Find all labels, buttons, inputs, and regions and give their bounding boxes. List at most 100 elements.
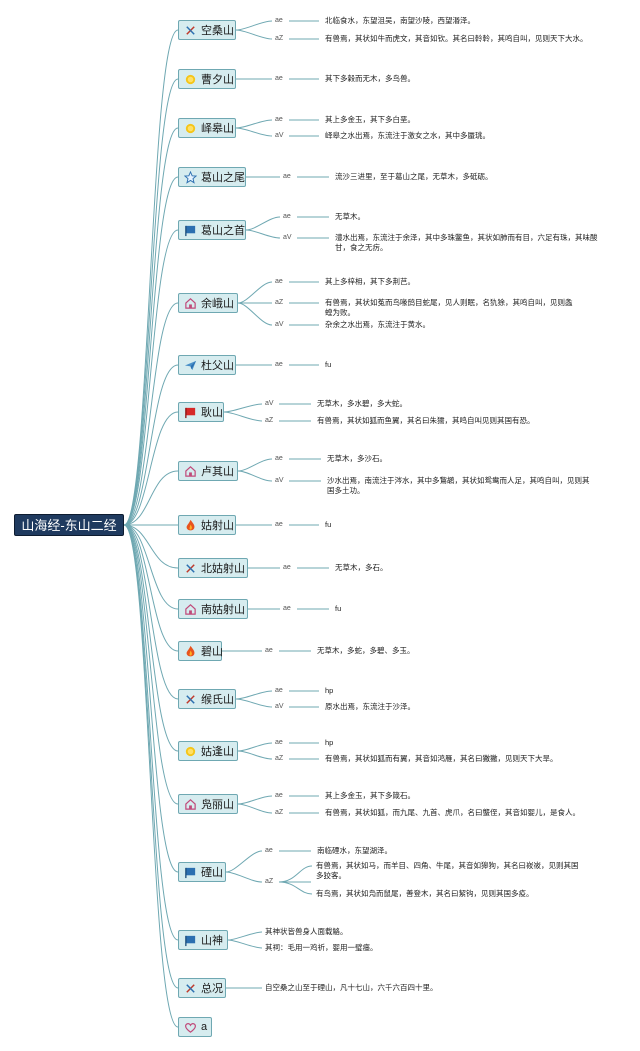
topic-node[interactable]: 碧山: [178, 641, 223, 661]
fire-icon: [186, 645, 195, 656]
text-line: 多狡客。: [316, 871, 346, 880]
text-line: 自空桑之山至于䃌山，凡十七山，六千六百四十里。: [265, 983, 438, 992]
branch-text: fu: [325, 360, 331, 370]
branch-key: ae: [275, 739, 283, 746]
branch-key: ae: [275, 455, 283, 462]
branch-key: aV: [275, 321, 284, 328]
text-line: 无草木。: [335, 212, 365, 221]
topic-node[interactable]: 姑逢山: [178, 741, 238, 761]
topic-node[interactable]: 峄皋山: [178, 118, 236, 138]
home-icon: [185, 297, 196, 309]
branch-text: 无草木，多蛇，多碧、多玉。: [317, 646, 415, 656]
topic-node[interactable]: 䃌山: [178, 862, 226, 882]
fire-icon: [186, 519, 195, 530]
branch-key: aZ: [275, 809, 284, 816]
root-node[interactable]: 山海经-东山二经: [14, 514, 124, 536]
text-line: 原水出焉，东流注于沙泽。: [325, 702, 415, 711]
topic-node[interactable]: 北姑射山: [178, 558, 248, 578]
branch-text: 沙水出焉，南流注于涔水，其中多鵹鹕，其状如鸳鸯而人足，其鸣自叫，见则其国多土功。: [327, 476, 590, 496]
topic-node[interactable]: 杜父山: [178, 355, 236, 375]
branch-text: 无草木，多水碧，多大蛇。: [317, 399, 407, 409]
branch-text: 其上多金玉，其下多白垩。: [325, 115, 415, 125]
tools-icon: [186, 694, 195, 704]
branch-text: 无草木。: [335, 212, 365, 222]
topic-label: 䃌山: [201, 867, 223, 879]
plane-icon: [184, 360, 197, 370]
branch-text: 其上多金玉，其下多箴石。: [325, 791, 415, 801]
star-icon: [184, 170, 197, 184]
text-line: 流沙三进里，至于葛山之尾，无草木，多砥砺。: [335, 172, 493, 181]
topic-node[interactable]: 葛山之尾: [178, 167, 246, 187]
branch-key: aV: [275, 477, 284, 484]
branch-key: ae: [265, 647, 273, 654]
home-icon: [185, 798, 196, 810]
text-line: fu: [325, 360, 332, 369]
topic-node[interactable]: 姑射山: [178, 515, 236, 535]
sun-icon: [185, 123, 196, 133]
branch-key: ae: [283, 564, 291, 571]
topic-node[interactable]: 山神: [178, 930, 228, 950]
topic-node[interactable]: 曹夕山: [178, 69, 236, 89]
branch-text: 其上多梓枏，其下多荆芑。: [325, 277, 415, 287]
topic-node[interactable]: 缑氏山: [178, 689, 236, 709]
text-line: 其下多榖而无木，多鸟兽。: [325, 74, 415, 83]
text-line: 澧水出焉，东流注于余泽，其中多珠鳖鱼，其状如肺而有目，六足有珠，其味酸: [335, 233, 598, 242]
text-line: hp: [325, 738, 334, 747]
text-line: hp: [325, 686, 334, 695]
branch-key: aZ: [275, 755, 284, 762]
text-line: 北临食水，东望沮吴，南望沙陵，西望湣泽。: [325, 16, 475, 25]
topic-node[interactable]: 凫丽山: [178, 794, 238, 814]
branch-key: aZ: [265, 878, 274, 885]
topic-label: 曹夕山: [201, 74, 234, 86]
branch-text: 杂余之水出焉，东流注于黄水。: [325, 320, 430, 330]
branch-text: 流沙三进里，至于葛山之尾，无草木，多砥砺。: [335, 172, 493, 182]
text-line: 有兽焉，其状如狐而鱼翼，其名曰朱獳，其鸣自叫见则其国有恐。: [317, 416, 535, 425]
topic-node[interactable]: 卢其山: [178, 461, 238, 481]
topic-label: 山神: [201, 935, 223, 947]
branch-text: 无草木，多沙石。: [327, 454, 387, 464]
topic-node[interactable]: 葛山之首: [178, 220, 246, 240]
home-icon: [185, 465, 196, 477]
topic-node[interactable]: 空桑山: [178, 20, 236, 40]
branch-key: aV: [275, 703, 284, 710]
topic-label: 杜父山: [201, 360, 234, 372]
topic-label: 峄皋山: [201, 123, 234, 135]
topic-label: 姑射山: [201, 520, 234, 532]
branch-text: hp: [325, 738, 333, 748]
topic-node[interactable]: 余峨山: [178, 293, 238, 313]
branch-text: fu: [325, 520, 331, 530]
topic-label: 余峨山: [201, 298, 234, 310]
text-line: fu: [335, 604, 342, 613]
branch-text: 其神状皆兽身人面载觡。: [265, 927, 348, 937]
topic-node[interactable]: 耿山: [178, 402, 224, 422]
text-line: 杂余之水出焉，东流注于黄水。: [325, 320, 430, 329]
text-line: 有兽焉，其状如狐，而九尾、九首、虎爪，名曰蠪侄，其音如婴儿，是食人。: [325, 808, 580, 817]
text-line: 蝗为败。: [325, 308, 355, 317]
branch-key: ae: [275, 792, 283, 799]
text-line: 有兽焉，其状如牛而虎文，其音如钦。其名曰軨軨，其鸣自叫，见则天下大水。: [325, 34, 588, 43]
branch-text: 澧水出焉，东流注于余泽，其中多珠鳖鱼，其状如肺而有目，六足有珠，其味酸甘，食之无…: [335, 233, 598, 253]
branch-text: 南临䃌水，东望湖泽。: [317, 846, 392, 856]
branch-text: 有兽焉，其状如牛而虎文，其音如钦。其名曰軨軨，其鸣自叫，见则天下大水。: [325, 34, 588, 44]
topic-label: 凫丽山: [201, 799, 234, 811]
branch-text: 北临食水，东望沮吴，南望沙陵，西望湣泽。: [325, 16, 475, 26]
topic-label: 耿山: [201, 407, 223, 419]
topic-node[interactable]: a: [178, 1017, 212, 1037]
topic-node[interactable]: 南姑射山: [178, 599, 248, 619]
branch-key: ae: [275, 521, 283, 528]
branch-key: aV: [283, 234, 292, 241]
topic-label: 碧山: [201, 646, 223, 658]
branch-key: ae: [283, 213, 291, 220]
topic-label: 葛山之首: [201, 225, 245, 237]
topic-label: 缑氏山: [201, 694, 234, 706]
branch-key: aV: [265, 400, 274, 407]
topic-node[interactable]: 总况: [178, 978, 226, 998]
text-line: 无草木，多蛇，多碧、多玉。: [317, 646, 415, 655]
text-line: 峄皋之水出焉，东流注于激女之水，其中多蜃珧。: [325, 131, 490, 140]
text-line: 其上多金玉，其下多白垩。: [325, 115, 415, 124]
branch-key: aZ: [275, 35, 284, 42]
text-line: 有兽焉，其状如狐而有翼，其音如鸿雁，其名曰獙獙，见则天下大旱。: [325, 754, 558, 763]
branch-key: ae: [275, 687, 283, 694]
branch-key: aZ: [265, 417, 274, 424]
